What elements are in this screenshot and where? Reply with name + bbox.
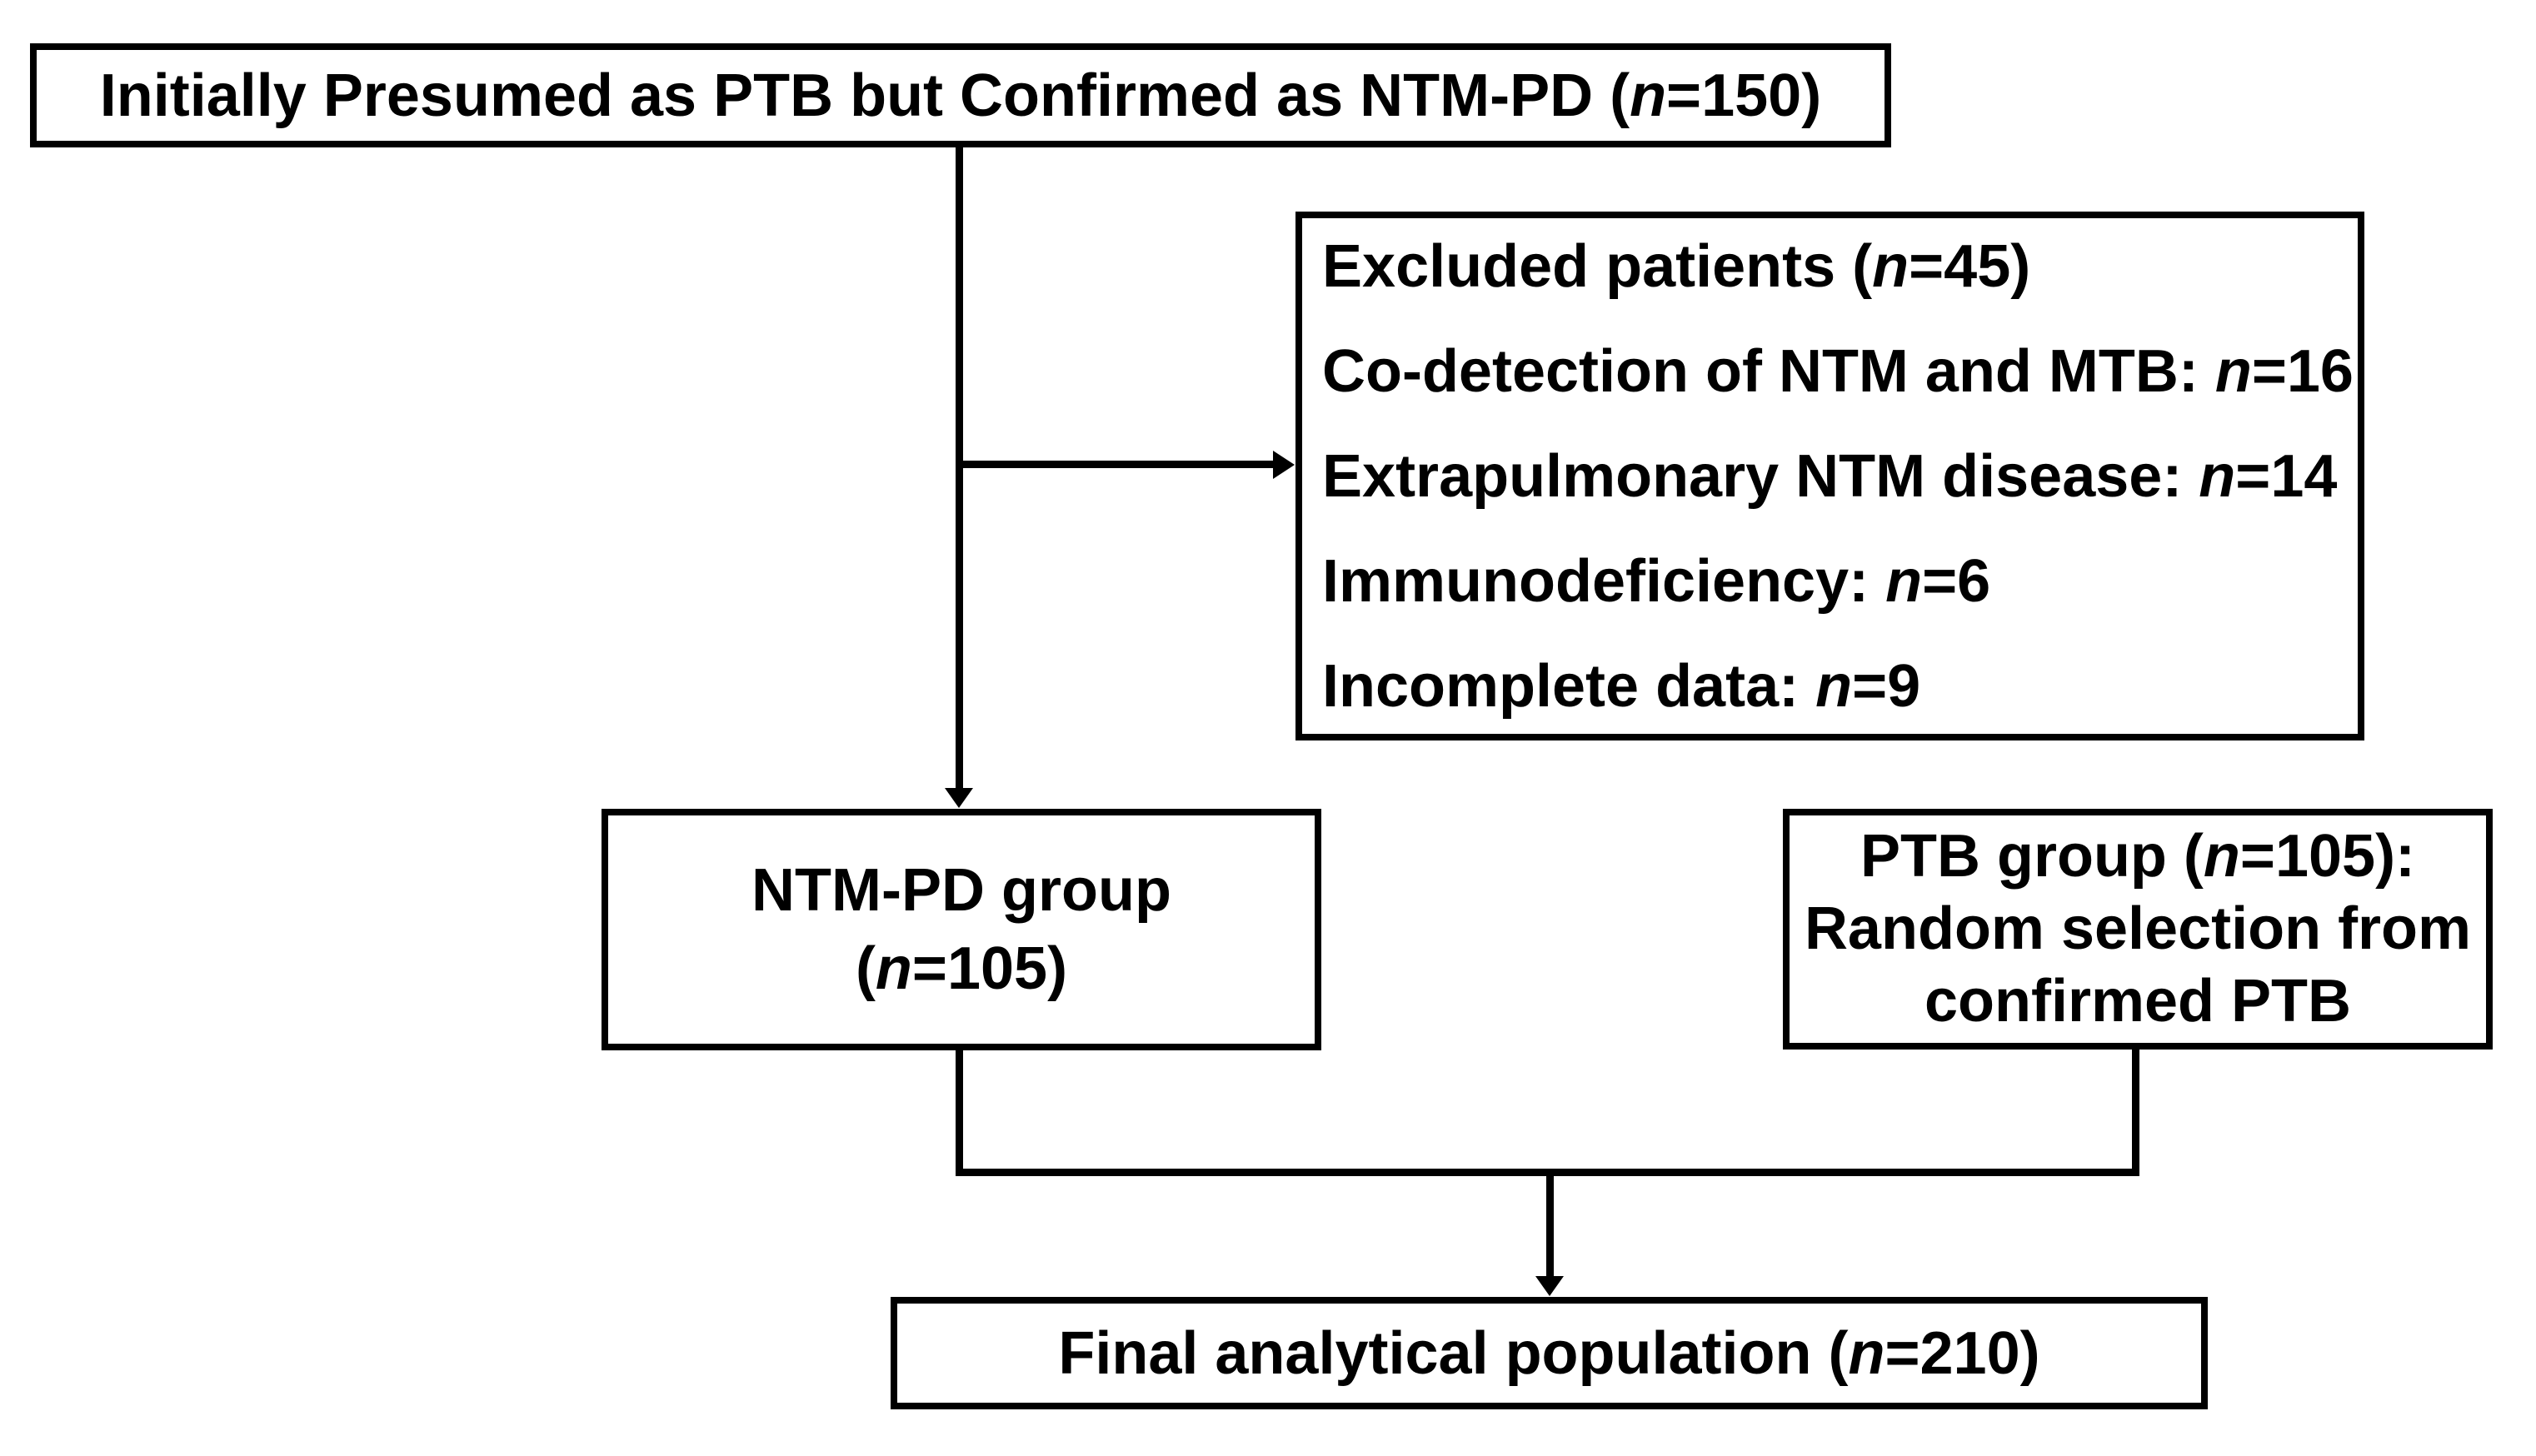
arrow-right-icon <box>1273 451 1295 479</box>
text-segment: =6 <box>1922 547 1991 615</box>
text-segment: =45) <box>1909 232 2031 300</box>
text-segment: ( <box>855 935 876 1002</box>
text-segment: =14 <box>2235 442 2338 510</box>
text-segment: NTM-PD group <box>751 857 1171 924</box>
n-variable: n <box>1848 1319 1885 1387</box>
text-segment: confirmed PTB <box>1924 968 2352 1035</box>
box-final-population: Final analytical population (n=210) <box>891 1297 2208 1409</box>
arrow-down-icon <box>1535 1276 1564 1296</box>
box-ptb-group: PTB group (n=105): Random selection from… <box>1783 809 2493 1050</box>
text-segment: =16 <box>2251 337 2354 405</box>
n-variable: n <box>1872 232 1909 300</box>
excluded-header-line: Excluded patients (n=45) <box>1322 214 2030 319</box>
excluded-reason-line: Incomplete data: n=9 <box>1322 634 1920 739</box>
n-variable: n <box>1815 652 1853 720</box>
n-variable: n <box>2214 337 2252 405</box>
connector-ntmpd-down <box>956 1050 963 1176</box>
text-segment: Extrapulmonary NTM disease: <box>1322 442 2199 510</box>
connector-branch-to-excluded <box>959 461 1275 468</box>
text-segment: =105) <box>911 935 1068 1002</box>
excluded-reason-line: Extrapulmonary NTM disease: n=14 <box>1322 424 2337 529</box>
connector-ptb-down <box>2132 1047 2139 1176</box>
text-segment: =105): <box>2239 823 2416 890</box>
text-segment: =210) <box>1885 1319 2040 1387</box>
flow-text-line: Final analytical population (n=210) <box>1058 1319 2039 1388</box>
text-segment: PTB group ( <box>1860 823 2204 890</box>
excluded-reason-line: Co-detection of NTM and MTB: n=16 <box>1322 319 2354 424</box>
n-variable: n <box>2203 823 2240 890</box>
text-segment: Random selection from <box>1804 895 2472 962</box>
flow-text-line: (n=105) <box>856 930 1067 1008</box>
connector-to-final <box>1546 1169 1554 1278</box>
text-segment: Final analytical population ( <box>1058 1319 1849 1387</box>
n-variable: n <box>2199 442 2236 510</box>
text-segment: Co-detection of NTM and MTB: <box>1322 337 2215 405</box>
n-variable: n <box>1885 547 1923 615</box>
text-segment: Excluded patients ( <box>1322 232 1873 300</box>
text-segment: =150) <box>1666 62 1822 129</box>
text-segment: Initially Presumed as PTB but Confirmed … <box>99 62 1630 129</box>
arrow-down-icon <box>945 788 973 808</box>
box-ntmpd-group: NTM-PD group (n=105) <box>602 809 1321 1050</box>
flow-text-line: PTB group (n=105): <box>1860 820 2415 893</box>
n-variable: n <box>1630 62 1667 129</box>
box-excluded-patients: Excluded patients (n=45) Co-detection of… <box>1295 212 2364 740</box>
flow-text-line: confirmed PTB <box>1924 965 2351 1038</box>
flow-text-line: NTM-PD group <box>751 851 1171 930</box>
excluded-reason-line: Immunodeficiency: n=6 <box>1322 529 1990 634</box>
n-variable: n <box>875 935 912 1002</box>
text-segment: Immunodeficiency: <box>1322 547 1886 615</box>
text-segment: Incomplete data: <box>1322 652 1816 720</box>
text-segment: =9 <box>1852 652 1921 720</box>
flow-text-line: Initially Presumed as PTB but Confirmed … <box>100 62 1821 130</box>
flow-text-line: Random selection from <box>1805 893 2471 965</box>
box-presumed-ptb: Initially Presumed as PTB but Confirmed … <box>30 43 1891 147</box>
